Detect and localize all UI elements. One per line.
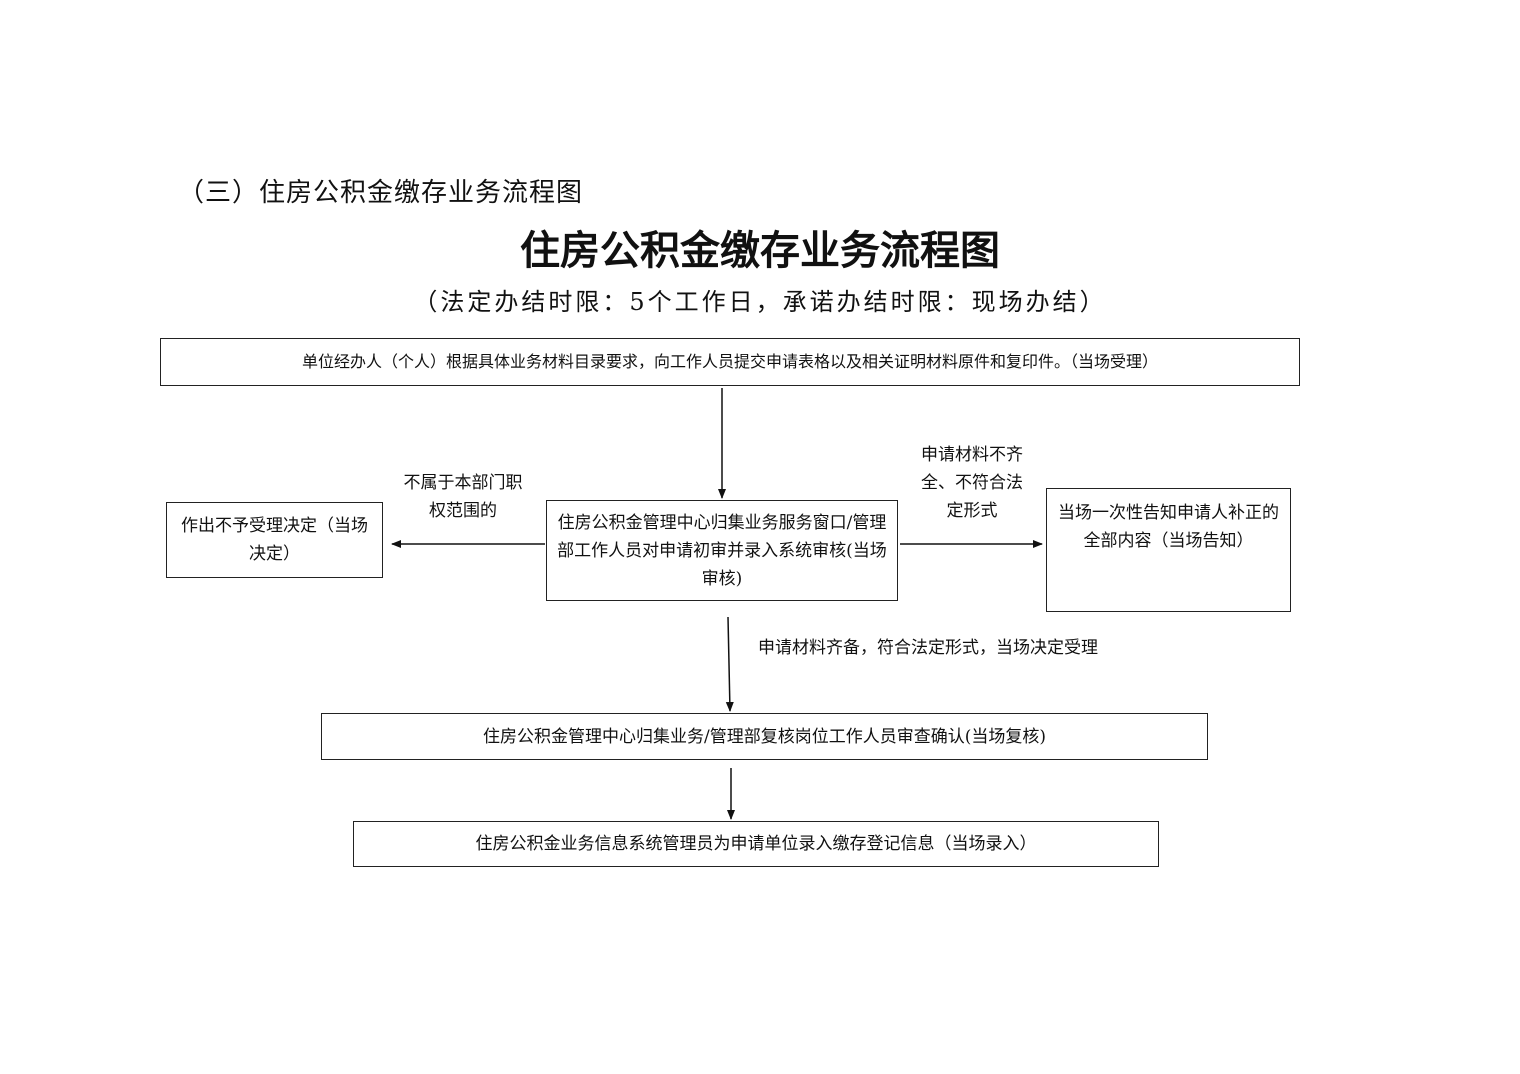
label-out-of-scope: 不属于本部门职权范围的 (403, 473, 523, 521)
section-heading: （三）住房公积金缴存业务流程图 (178, 178, 584, 208)
arrow-review-to-recheck (725, 616, 734, 712)
diagram-title: 住房公积金缴存业务流程图 (520, 227, 1000, 274)
diagram-subtitle: （法定办结时限：5个工作日，承诺办结时限：现场办结） (413, 288, 1107, 316)
node-recheck: 住房公积金管理中心归集业务/管理部复核岗位工作人员审查确认(当场复核) (321, 713, 1208, 760)
label-accepted: 申请材料齐备，符合法定形式，当场决定受理 (758, 638, 1098, 658)
node-notify: 当场一次性告知申请人补正的全部内容（当场告知） (1046, 488, 1291, 612)
node-reject: 作出不予受理决定（当场决定） (166, 502, 383, 578)
node-initial-review: 住房公积金管理中心归集业务服务窗口/管理部工作人员对申请初审并录入系统审核(当场… (546, 500, 898, 601)
node-submit: 单位经办人（个人）根据具体业务材料目录要求，向工作人员提交申请表格以及相关证明材… (160, 338, 1300, 386)
label-incomplete: 申请材料不齐全、不符合法定形式 (921, 445, 1023, 521)
node-register: 住房公积金业务信息系统管理员为申请单位录入缴存登记信息（当场录入） (353, 821, 1159, 867)
